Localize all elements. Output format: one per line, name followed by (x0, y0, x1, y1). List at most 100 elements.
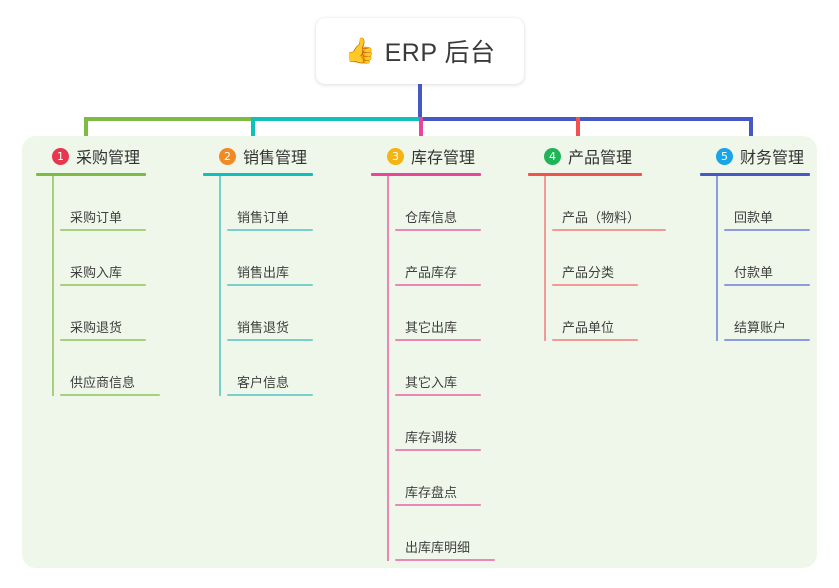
thumbs-up-icon: 👍 (344, 36, 376, 65)
column-title: 销售管理 (243, 150, 308, 167)
column-items: 回款单 付款单 结算账户 (700, 176, 826, 341)
list-item-label: 库存盘点 (405, 485, 458, 500)
list-item-label: 回款单 (734, 210, 774, 225)
list-item[interactable]: 库存调拨 (395, 396, 497, 451)
list-item[interactable]: 供应商信息 (60, 341, 162, 396)
item-rule (60, 394, 160, 396)
column-header[interactable]: 3 库存管理 (371, 144, 497, 168)
list-item-label: 仓库信息 (405, 210, 458, 225)
list-item-label: 销售订单 (237, 210, 290, 225)
list-item[interactable]: 结算账户 (724, 286, 826, 341)
rail-segment-teal (251, 117, 421, 121)
column-spine (52, 176, 54, 396)
list-item[interactable]: 销售出库 (227, 231, 329, 286)
drop-connector-4 (576, 117, 580, 140)
list-item[interactable]: 产品分类 (552, 231, 668, 286)
list-item[interactable]: 销售退货 (227, 286, 329, 341)
list-item[interactable]: 采购入库 (60, 231, 162, 286)
column-spine (387, 176, 389, 561)
rail-segment-green (84, 117, 253, 121)
column-spine (716, 176, 718, 341)
column-inventory: 3 库存管理 仓库信息 产品库存 其它出库 其它入库 库存调拨 库存盘点 (371, 144, 497, 561)
column-header[interactable]: 2 销售管理 (203, 144, 329, 168)
column-badge: 1 (52, 147, 69, 165)
column-header[interactable]: 5 财务管理 (700, 144, 826, 168)
item-rule (395, 504, 481, 506)
root-node[interactable]: 👍 ERP 后台 (316, 18, 524, 84)
list-item[interactable]: 产品（物料） (552, 176, 668, 231)
list-item-label: 产品库存 (405, 265, 458, 280)
list-item[interactable]: 采购订单 (60, 176, 162, 231)
list-item[interactable]: 客户信息 (227, 341, 329, 396)
item-rule (395, 284, 481, 286)
column-title: 库存管理 (411, 150, 476, 167)
list-item[interactable]: 销售订单 (227, 176, 329, 231)
list-item[interactable]: 回款单 (724, 176, 826, 231)
column-rule (700, 173, 810, 176)
root-stem-connector (418, 84, 422, 120)
item-rule (60, 284, 146, 286)
item-rule (395, 229, 481, 231)
column-badge: 3 (387, 147, 404, 165)
column-product: 4 产品管理 产品（物料） 产品分类 产品单位 (528, 144, 668, 341)
column-finance: 5 财务管理 回款单 付款单 结算账户 (700, 144, 826, 341)
item-rule (395, 559, 495, 561)
diagram-panel (22, 136, 817, 568)
column-rule (36, 173, 146, 176)
item-rule (395, 394, 481, 396)
list-item-label: 销售退货 (237, 320, 290, 335)
column-spine (219, 176, 221, 396)
list-item-label: 其它入库 (405, 375, 458, 390)
list-item-label: 产品分类 (562, 265, 615, 280)
list-item[interactable]: 付款单 (724, 231, 826, 286)
drop-connector-2 (251, 117, 255, 140)
drop-connector-5 (749, 117, 753, 140)
list-item-label: 客户信息 (237, 375, 290, 390)
list-item[interactable]: 出库库明细 (395, 506, 497, 561)
column-header[interactable]: 1 采购管理 (36, 144, 162, 168)
column-rule (528, 173, 642, 176)
list-item-label: 库存调拨 (405, 430, 458, 445)
list-item[interactable]: 产品单位 (552, 286, 668, 341)
drop-connector-1 (84, 117, 88, 140)
list-item[interactable]: 库存盘点 (395, 451, 497, 506)
column-items: 销售订单 销售出库 销售退货 客户信息 (203, 176, 329, 396)
list-item-label: 结算账户 (734, 320, 787, 335)
column-badge: 4 (544, 147, 561, 165)
column-items: 仓库信息 产品库存 其它出库 其它入库 库存调拨 库存盘点 出库库明细 (371, 176, 497, 561)
item-rule (552, 339, 638, 341)
item-rule (552, 229, 666, 231)
column-badge: 2 (219, 147, 236, 165)
list-item-label: 采购订单 (70, 210, 123, 225)
list-item[interactable]: 产品库存 (395, 231, 497, 286)
item-rule (227, 284, 313, 286)
list-item[interactable]: 仓库信息 (395, 176, 497, 231)
rail-segment-blue (419, 117, 753, 121)
item-rule (395, 449, 481, 451)
item-rule (227, 229, 313, 231)
column-items: 产品（物料） 产品分类 产品单位 (528, 176, 668, 341)
column-rule (203, 173, 313, 176)
list-item-label: 采购入库 (70, 265, 123, 280)
column-header[interactable]: 4 产品管理 (528, 144, 668, 168)
list-item-label: 销售出库 (237, 265, 290, 280)
item-rule (60, 229, 146, 231)
item-rule (395, 339, 481, 341)
item-rule (227, 394, 313, 396)
list-item-label: 产品（物料） (562, 210, 641, 225)
list-item[interactable]: 采购退货 (60, 286, 162, 341)
list-item-label: 供应商信息 (70, 375, 136, 390)
column-title: 采购管理 (76, 150, 141, 167)
column-items: 采购订单 采购入库 采购退货 供应商信息 (36, 176, 162, 396)
drop-connector-3 (419, 117, 423, 140)
column-sales: 2 销售管理 销售订单 销售出库 销售退货 客户信息 (203, 144, 329, 396)
column-purchasing: 1 采购管理 采购订单 采购入库 采购退货 供应商信息 (36, 144, 162, 396)
root-title: ERP 后台 (384, 39, 496, 67)
column-title: 产品管理 (568, 150, 633, 167)
list-item[interactable]: 其它出库 (395, 286, 497, 341)
list-item-label: 采购退货 (70, 320, 123, 335)
list-item[interactable]: 其它入库 (395, 341, 497, 396)
list-item-label: 其它出库 (405, 320, 458, 335)
list-item-label: 付款单 (734, 265, 774, 280)
item-rule (552, 284, 638, 286)
